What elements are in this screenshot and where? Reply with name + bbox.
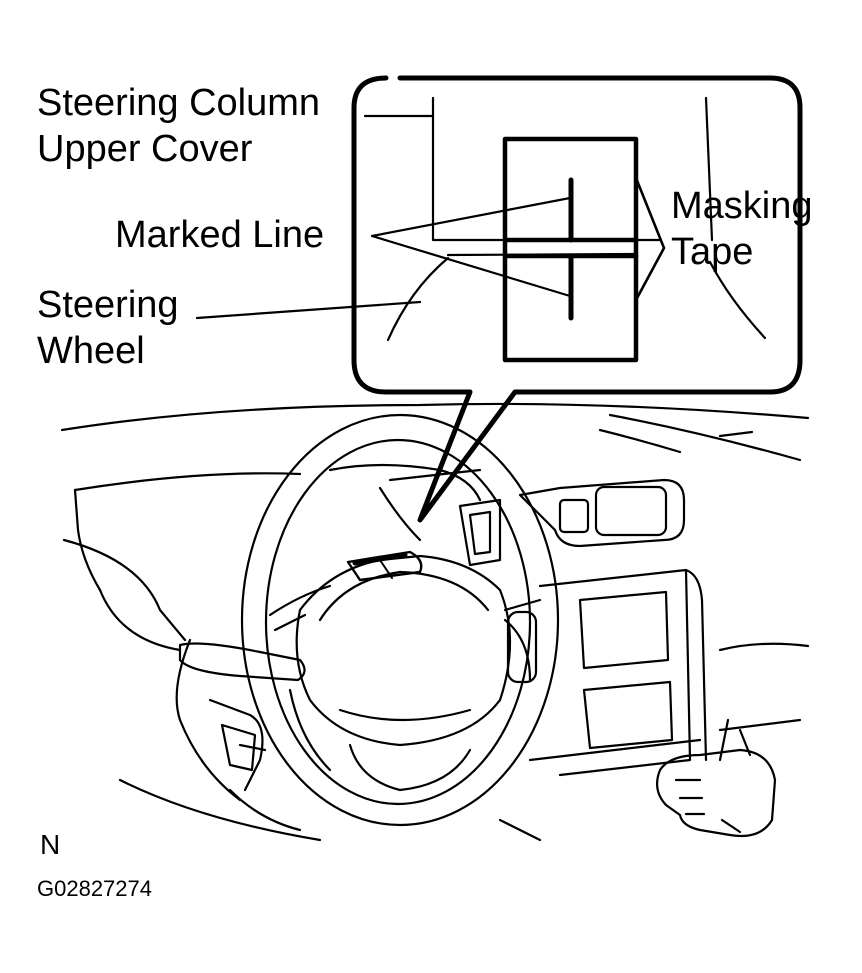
view-marker: N [40,829,61,860]
callout-bubble [351,75,803,523]
masking-tape-box [502,136,639,363]
steering-column-label-line1: Steering Column [37,82,321,124]
steering-wheel-hub [295,554,512,747]
turn-signal-stalk [178,642,306,682]
masking-tape-label-line1: Masking [671,185,813,227]
leader-marked-line [370,196,572,298]
dash-top-curve [60,402,810,432]
steering-wheel-rim-inner [264,438,532,806]
steering-wheel-label-line1: Steering [37,284,179,326]
leader-steering-wheel [195,300,422,320]
center-vent [518,478,686,548]
figure-code: G02827274 [37,876,152,901]
driver-hand [655,748,777,838]
masking-tape-brace [634,176,666,302]
steering-wheel-label-line2: Wheel [37,330,145,372]
hub-masking-tape [346,550,423,582]
steering-wheel-rim-outer [240,413,560,827]
masking-tape-label-line2: Tape [671,231,754,273]
steering-column-label-line2: Upper Cover [37,128,253,170]
radio-panel [538,568,692,777]
marked-line-label: Marked Line [115,214,325,256]
